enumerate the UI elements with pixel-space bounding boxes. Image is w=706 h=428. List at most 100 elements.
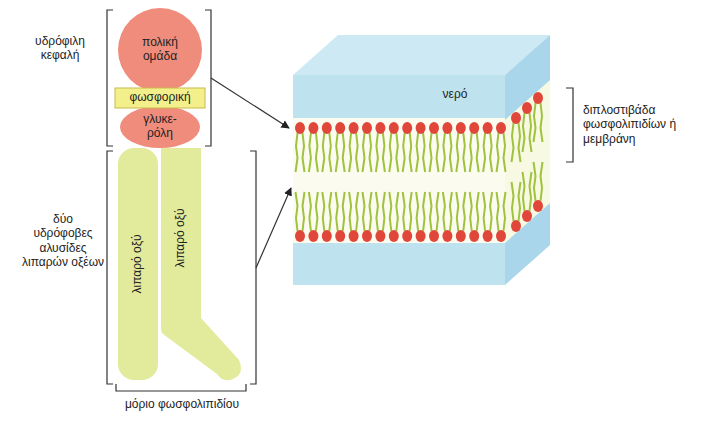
tail-stroke xyxy=(416,192,418,231)
tail-stroke xyxy=(309,133,311,172)
tail-stroke xyxy=(403,133,405,172)
lipid xyxy=(335,192,345,242)
tail-stroke xyxy=(403,192,405,231)
head-dot xyxy=(456,122,466,134)
lipid xyxy=(496,122,506,172)
tail-stroke xyxy=(477,133,479,172)
lipid xyxy=(496,192,506,242)
tail-stroke xyxy=(504,192,506,231)
tail-stroke xyxy=(534,162,536,201)
head-dot xyxy=(375,122,385,134)
tail-stroke xyxy=(483,133,485,172)
node-text: λιπαρό οξύ xyxy=(131,234,145,293)
lipid xyxy=(511,182,521,232)
lipid xyxy=(533,92,543,142)
head-dot xyxy=(349,122,359,134)
head-dot xyxy=(469,230,479,242)
lipid xyxy=(335,122,345,172)
node-outline xyxy=(293,75,505,118)
lipid xyxy=(522,172,532,222)
head-dot xyxy=(416,122,426,134)
node-shape xyxy=(118,148,158,380)
pointer-arrow xyxy=(256,188,291,268)
lipid xyxy=(429,122,439,172)
tail-stroke xyxy=(376,192,378,231)
tail-stroke xyxy=(363,192,365,231)
molecule-label: μόριο φωσφολιπιδίου xyxy=(96,397,268,411)
bracket xyxy=(107,10,113,146)
bracket xyxy=(107,151,113,384)
head-dot xyxy=(496,122,506,134)
tail-stroke xyxy=(376,133,378,172)
tail-stroke xyxy=(483,192,485,231)
head-dot xyxy=(335,230,345,242)
tail-stroke xyxy=(329,133,331,172)
lipid xyxy=(389,192,399,242)
head-dot xyxy=(442,122,452,134)
head-dot xyxy=(295,122,305,134)
pointer-arrow xyxy=(211,78,289,128)
lipid xyxy=(349,192,359,242)
phosphate-group: φωσφορική xyxy=(115,88,205,108)
tail-stroke xyxy=(296,192,298,231)
tail-stroke xyxy=(430,192,432,231)
node-shape xyxy=(118,8,202,92)
tail-stroke xyxy=(396,192,398,231)
polar-group: πολική ομάδα xyxy=(118,8,202,92)
head-dot xyxy=(389,230,399,242)
tail-stroke xyxy=(497,192,499,231)
tail-stroke xyxy=(490,192,492,231)
tail-stroke xyxy=(456,133,458,172)
lipid xyxy=(308,122,318,172)
head-dot xyxy=(402,122,412,134)
glycerol: γλυκε-ρόλη xyxy=(120,106,200,148)
lipid xyxy=(442,192,452,242)
tail-stroke xyxy=(530,172,532,211)
lipid xyxy=(362,122,372,172)
lipid xyxy=(349,122,359,172)
tail-stroke xyxy=(356,133,358,172)
tail-stroke xyxy=(450,133,452,172)
tail-stroke xyxy=(541,103,543,142)
membrane-block xyxy=(293,35,550,285)
fatty-acid-tail: λιπαρό οξύ xyxy=(161,148,243,380)
water-band: νερό xyxy=(293,75,505,118)
lipid xyxy=(416,192,426,242)
water-top-face xyxy=(293,35,550,75)
head-dot xyxy=(469,122,479,134)
head-dot xyxy=(522,210,532,222)
tail-stroke xyxy=(477,192,479,231)
head-dot xyxy=(349,230,359,242)
tail-stroke xyxy=(329,192,331,231)
tail-stroke xyxy=(370,192,372,231)
head-dot xyxy=(308,122,318,134)
head-dot xyxy=(533,200,543,212)
side-face xyxy=(505,35,550,285)
lipid xyxy=(416,122,426,172)
lipid xyxy=(442,122,452,172)
tail-stroke xyxy=(470,192,472,231)
head-dot xyxy=(362,230,372,242)
lipid xyxy=(469,192,479,242)
tail-stroke xyxy=(541,162,543,201)
node-shape xyxy=(293,75,505,118)
tail-stroke xyxy=(497,133,499,172)
lipid xyxy=(402,192,412,242)
tail-stroke xyxy=(423,133,425,172)
lipid xyxy=(456,122,466,172)
tail-stroke xyxy=(349,133,351,172)
head-dot xyxy=(295,230,305,242)
lipid xyxy=(322,122,332,172)
tail-stroke xyxy=(519,123,521,162)
lipid xyxy=(483,192,493,242)
tails-label: δύο υδρόφοβες αλυσίδες λιπαρών οξέων xyxy=(22,212,104,270)
bracket xyxy=(205,10,211,146)
head-dot xyxy=(483,230,493,242)
tail-stroke xyxy=(463,192,465,231)
head-dot xyxy=(322,230,332,242)
node-shape xyxy=(161,148,241,380)
tail-stroke xyxy=(512,123,514,162)
head-dot xyxy=(362,122,372,134)
tail-stroke xyxy=(349,192,351,231)
tail-stroke xyxy=(396,133,398,172)
